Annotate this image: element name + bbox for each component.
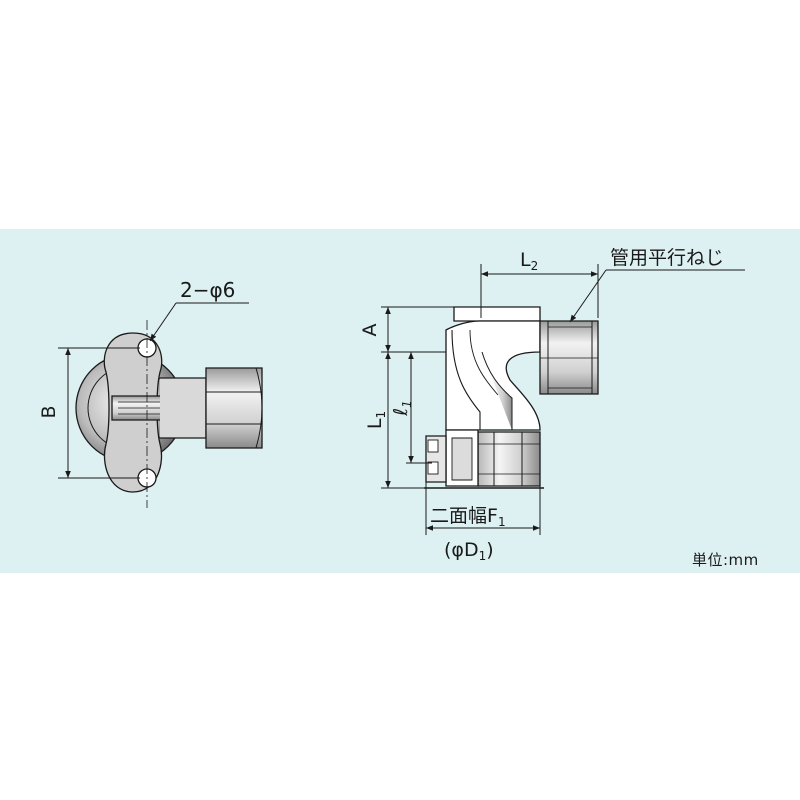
dim-l1-sub: 1 bbox=[374, 411, 388, 419]
diameter-sub: 1 bbox=[479, 549, 487, 563]
svg-text:ℓ1: ℓ1 bbox=[390, 400, 414, 417]
front-view bbox=[75, 320, 263, 508]
threaded-socket bbox=[205, 367, 263, 449]
unit-label: 単位:mm bbox=[692, 551, 759, 569]
hole-leader bbox=[149, 302, 249, 342]
dim-l1-main: L bbox=[364, 418, 386, 429]
width-across-label: 二面幅F1 bbox=[430, 505, 506, 529]
compression-nut bbox=[477, 431, 541, 487]
width-across-sub: 1 bbox=[498, 515, 506, 529]
dim-a-label: A bbox=[359, 324, 381, 337]
dim-ell1-sub: 1 bbox=[400, 400, 414, 408]
thread-label: 管用平行ねじ bbox=[610, 247, 724, 269]
dim-l2-sub: 2 bbox=[531, 259, 539, 273]
hole-spec-label: 2−φ6 bbox=[180, 278, 235, 302]
dim-b-label: B bbox=[38, 405, 60, 418]
side-flange bbox=[453, 306, 541, 322]
dim-l1-label: L1 bbox=[364, 411, 388, 429]
dim-b bbox=[58, 347, 140, 479]
side-dimensions bbox=[381, 264, 745, 535]
dim-ell1-main: ℓ bbox=[390, 408, 412, 417]
width-across-main: 二面幅F bbox=[430, 505, 498, 527]
diameter-label: (φD1) bbox=[444, 539, 494, 563]
diameter-open: (φD bbox=[444, 539, 479, 561]
dim-ell1-label: ℓ1 bbox=[390, 400, 414, 417]
side-view bbox=[424, 306, 599, 489]
diameter-close: ) bbox=[486, 539, 493, 561]
dim-l2-label: L2 bbox=[520, 249, 538, 273]
side-socket bbox=[539, 320, 599, 395]
svg-text:L1: L1 bbox=[364, 411, 388, 429]
dim-l2-main: L bbox=[520, 249, 531, 271]
